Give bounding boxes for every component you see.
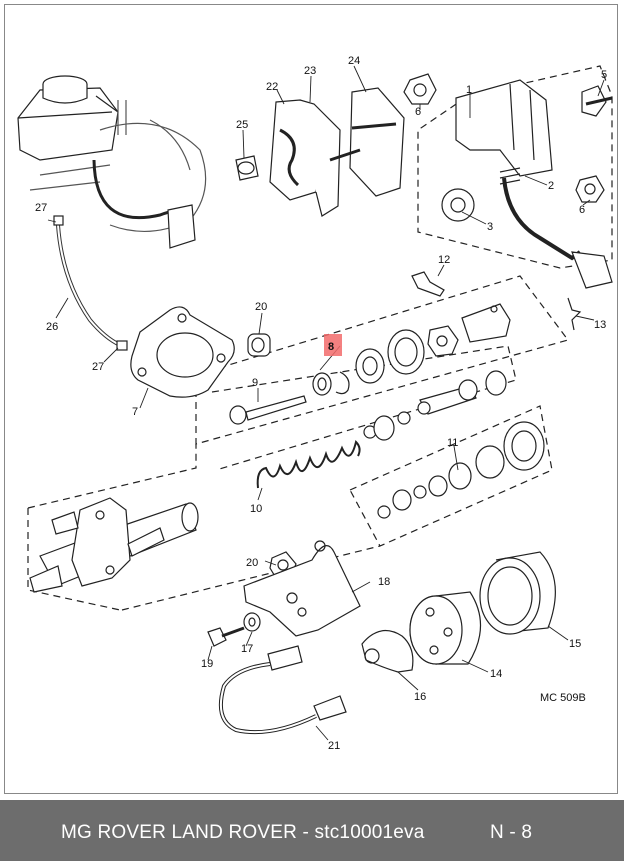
nut-large	[427, 325, 459, 357]
callout-27-upper: 27	[35, 202, 47, 214]
spring-10	[256, 440, 361, 489]
nut-6-lower	[575, 175, 605, 203]
pedal-bracket-dashed-box	[417, 65, 613, 269]
callout-23: 23	[304, 65, 316, 77]
callout-15: 15	[569, 638, 581, 650]
fluid-reservoir	[17, 75, 119, 161]
callout-25: 25	[236, 119, 248, 131]
callout-14: 14	[490, 668, 502, 680]
servo-hose	[92, 159, 196, 249]
circlip-8	[335, 371, 350, 395]
brake-servo	[29, 100, 207, 232]
washer-8	[312, 372, 332, 396]
bolt-19	[207, 626, 245, 647]
spacer-16	[361, 629, 414, 673]
callout-19: 19	[201, 658, 213, 670]
footer-page-ref: N - 8	[490, 822, 533, 843]
callout-2: 2	[548, 180, 554, 192]
washer-17	[243, 612, 261, 632]
nut-6-upper	[403, 73, 437, 105]
callout-18: 18	[378, 576, 390, 588]
pedal-bracket	[455, 79, 553, 177]
callout-5: 5	[601, 69, 607, 81]
seal-ring	[355, 348, 385, 384]
grommet-25	[235, 155, 259, 181]
callout-22: 22	[266, 81, 278, 93]
spring-2	[499, 167, 521, 185]
callout-27-lower: 27	[92, 361, 104, 373]
diagram-reference-code: MC 509B	[540, 692, 586, 704]
callout-21: 21	[328, 740, 340, 752]
split-pin-13	[567, 297, 582, 331]
brake-pipe-21	[219, 645, 347, 735]
callout-3: 3	[487, 221, 493, 233]
piston-kit-11	[377, 421, 545, 519]
pin-12	[411, 271, 445, 297]
fluid-pipe-26	[53, 215, 128, 351]
boot-seal	[387, 329, 425, 375]
callout-11: 11	[447, 437, 458, 449]
callout-24: 24	[348, 55, 360, 67]
footer-parts-text: MG ROVER LAND ROVER - stc10001eva	[61, 822, 425, 843]
clevis	[461, 303, 511, 343]
callout-6-lower: 6	[579, 204, 585, 216]
callout-10: 10	[250, 503, 262, 515]
bracket-18	[243, 540, 361, 637]
leader-lines	[47, 65, 605, 741]
callout-26: 26	[46, 321, 58, 333]
callout-20-upper: 20	[255, 301, 267, 313]
brake-pedal	[502, 177, 613, 289]
callout-16: 16	[414, 691, 426, 703]
callout-13: 13	[594, 319, 606, 331]
callout-9: 9	[252, 377, 258, 389]
callout-6-upper: 6	[415, 106, 421, 118]
callout-8: 8	[328, 341, 334, 353]
master-cylinder-body	[29, 497, 199, 593]
plate-23	[299, 99, 341, 217]
pushrod-9	[229, 395, 307, 425]
piston-assembly	[363, 370, 507, 441]
callout-1: 1	[466, 84, 472, 96]
callout-7: 7	[132, 406, 138, 418]
gasket-7	[130, 306, 235, 398]
diagram-sheet: 1 2 3 5 6 6 7 8 9 10 11 12 13 14 15 16 1…	[4, 4, 618, 794]
plate-24	[329, 87, 405, 197]
housing-14	[409, 591, 482, 665]
exploded-parts-diagram: 1 2 3 5 6 6 7 8 9 10 11 12 13 14 15 16 1…	[17, 55, 613, 752]
part-footer-bar: MG ROVER LAND ROVER - stc10001eva N - 8	[0, 800, 624, 861]
sleeve-15	[479, 551, 556, 635]
callout-12: 12	[438, 254, 450, 266]
diagram-frame	[4, 4, 618, 794]
callout-20-lower: 20	[246, 557, 258, 569]
callout-8-highlight	[324, 334, 342, 356]
bush-3	[441, 188, 475, 222]
bush-20-upper	[247, 333, 271, 357]
callout-17: 17	[241, 643, 253, 655]
bolt-5	[581, 85, 613, 117]
